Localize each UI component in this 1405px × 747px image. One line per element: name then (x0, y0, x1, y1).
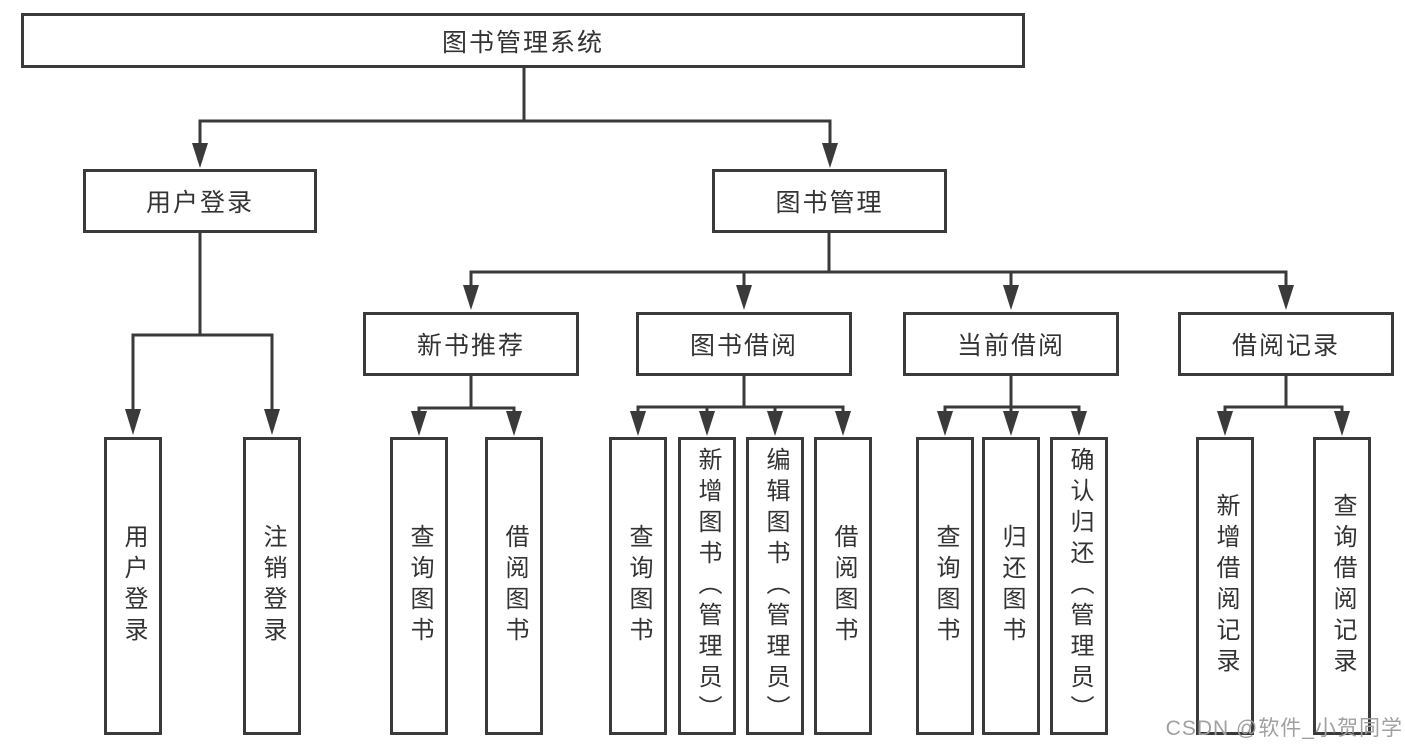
node-user-login: 用户登录 (83, 169, 317, 233)
arrow-down-icon (736, 285, 752, 310)
leaf-confirm-return-admin: 确认归还（管理员） (1050, 437, 1108, 735)
leaf-add-borrow-record: 新增借阅记录 (1196, 437, 1254, 735)
arrow-down-icon (506, 411, 522, 436)
leaf-user-login: 用户登录 (104, 437, 162, 735)
arrow-down-icon (822, 143, 838, 168)
leaf-query-books-borrow: 查询图书 (609, 437, 667, 735)
node-new-book-recommend: 新书推荐 (363, 312, 579, 376)
arrow-down-icon (937, 411, 953, 436)
arrow-down-icon (699, 411, 715, 436)
node-current-borrow: 当前借阅 (903, 312, 1119, 376)
node-borrow-records: 借阅记录 (1178, 312, 1394, 376)
connector-book-borrow-to-leaves (630, 374, 851, 436)
arrow-down-icon (192, 143, 208, 168)
arrow-down-icon (463, 285, 479, 310)
leaf-query-books-recommend: 查询图书 (390, 437, 448, 735)
arrow-down-icon (835, 411, 851, 436)
node-book-borrow: 图书借阅 (636, 312, 852, 376)
leaf-edit-books-admin: 编辑图书（管理员） (746, 437, 804, 735)
connector-current-borrow-to-leaves (937, 374, 1087, 436)
arrow-down-icon (1278, 285, 1294, 310)
leaf-add-books-admin: 新增图书（管理员） (678, 437, 736, 735)
leaf-query-borrow-record: 查询借阅记录 (1313, 437, 1371, 735)
arrow-down-icon (1003, 411, 1019, 436)
leaf-return-books: 归还图书 (982, 437, 1040, 735)
connector-borrow-records-to-leaves (1217, 374, 1350, 436)
node-root-book-management-system: 图书管理系统 (21, 13, 1025, 68)
leaf-borrow-books: 借阅图书 (814, 437, 872, 735)
arrow-down-icon (1217, 411, 1233, 436)
arrow-down-icon (125, 409, 141, 435)
arrow-down-icon (1003, 285, 1019, 310)
leaf-borrow-books-recommend: 借阅图书 (485, 437, 543, 735)
connector-new-book-recommend-to-leaves (411, 374, 522, 436)
arrow-down-icon (767, 411, 783, 436)
connector-root-to-level2 (192, 66, 838, 168)
leaf-query-books-current: 查询图书 (916, 437, 974, 735)
connector-book-management-to-level3 (463, 231, 1294, 310)
node-book-management: 图书管理 (712, 169, 947, 233)
csdn-watermark: CSDN @软件_小贺同学 (1165, 717, 1403, 740)
arrow-down-icon (630, 411, 646, 436)
leaf-logout: 注销登录 (243, 437, 301, 735)
arrow-down-icon (411, 411, 427, 436)
connector-user-login-to-leaves (125, 231, 280, 435)
arrow-down-icon (1071, 411, 1087, 436)
arrow-down-icon (264, 409, 280, 435)
arrow-down-icon (1334, 411, 1350, 436)
